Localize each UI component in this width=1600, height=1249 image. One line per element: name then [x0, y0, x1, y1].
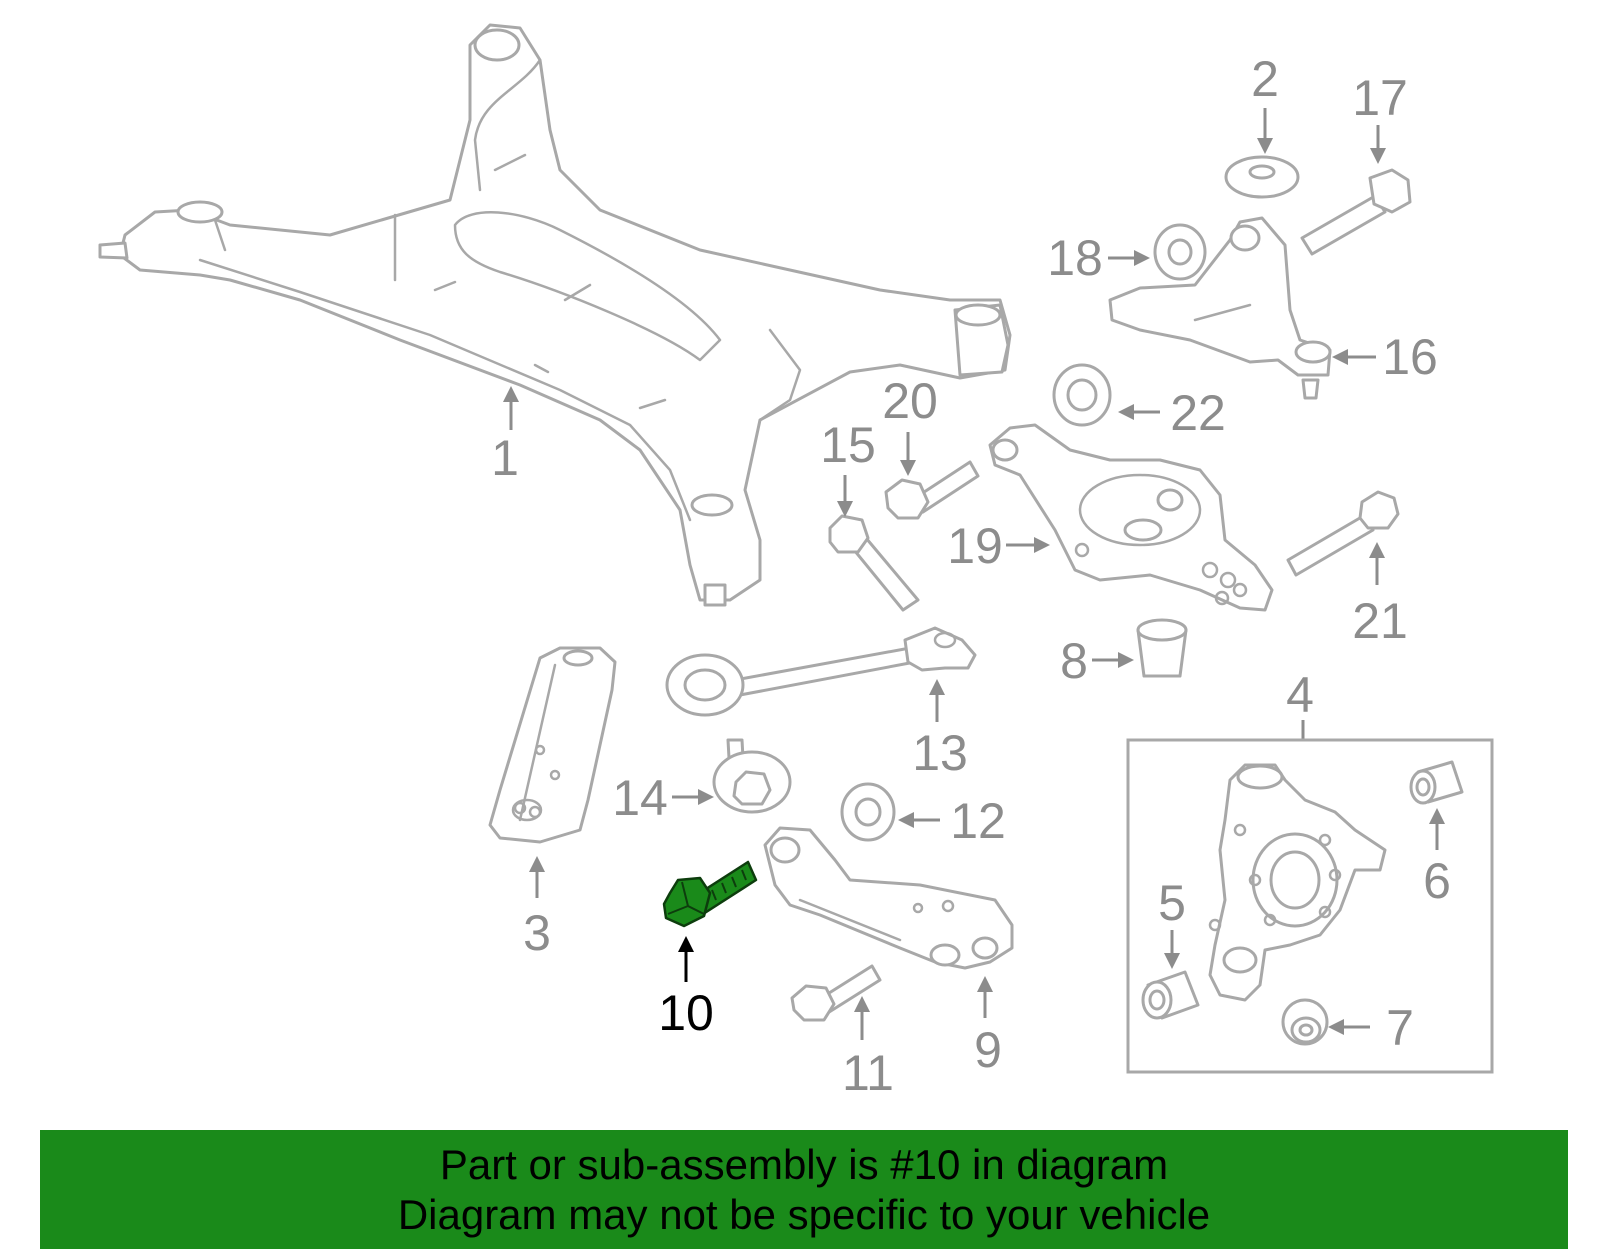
callout-label-21: 21 — [1352, 593, 1408, 649]
callout-6: 6 — [1423, 808, 1451, 909]
part-13-toe-link — [665, 626, 977, 717]
callout-3: 3 — [523, 856, 551, 961]
callout-label-6: 6 — [1423, 853, 1451, 909]
part-5-bushing — [1141, 970, 1200, 1020]
callout-label-3: 3 — [523, 905, 551, 961]
part-3-bracket — [488, 646, 617, 844]
part-16-upper-arm — [1108, 216, 1332, 400]
part-11-bolt — [790, 964, 882, 1022]
callout-label-19: 19 — [947, 518, 1003, 574]
part-7-bushing — [1281, 998, 1329, 1046]
callout-label-9: 9 — [974, 1022, 1002, 1078]
callout-label-10: 10 — [658, 985, 714, 1041]
callout-19: 19 — [947, 518, 1050, 574]
callout-7: 7 — [1328, 1000, 1414, 1056]
part-10-bolt-highlighted — [662, 860, 758, 928]
callout-15: 15 — [820, 417, 876, 517]
callout-label-8: 8 — [1060, 633, 1088, 689]
part-20-bolt — [884, 460, 980, 520]
callout-label-5: 5 — [1158, 875, 1186, 931]
callout-18: 18 — [1047, 230, 1150, 286]
callout-label-7: 7 — [1386, 1000, 1414, 1056]
callout-20: 20 — [882, 373, 938, 476]
callout-label-20: 20 — [882, 373, 938, 429]
part-12-washer — [840, 782, 896, 842]
callout-10: 10 — [658, 936, 714, 1041]
part-4-assembly-box — [1126, 738, 1494, 1074]
callout-label-12: 12 — [950, 793, 1006, 849]
callout-label-22: 22 — [1170, 385, 1226, 441]
callout-8: 8 — [1060, 633, 1134, 689]
callout-16: 16 — [1332, 329, 1438, 385]
part-21-bolt — [1286, 490, 1400, 577]
callout-label-13: 13 — [912, 725, 968, 781]
callout-label-14: 14 — [612, 770, 668, 826]
part-22-washer — [1052, 363, 1112, 427]
part-15-bolt — [828, 514, 920, 612]
callout-label-16: 16 — [1382, 329, 1438, 385]
part-17-bolt — [1300, 168, 1412, 256]
callout-13: 13 — [912, 679, 968, 781]
callout-21: 21 — [1352, 542, 1408, 649]
part-19-lower-arm — [988, 423, 1274, 612]
callout-12: 12 — [898, 793, 1006, 849]
callout-5: 5 — [1158, 875, 1186, 969]
callout-17: 17 — [1352, 70, 1408, 164]
callout-14: 14 — [612, 770, 714, 826]
callout-label-18: 18 — [1047, 230, 1103, 286]
part-8-bushing — [1136, 618, 1188, 678]
callout-4: 4 — [1286, 667, 1314, 740]
part-9-link-arm — [763, 826, 1014, 970]
part-14-bolt — [712, 738, 792, 814]
callout-label-4: 4 — [1286, 667, 1314, 723]
part-18-washer — [1153, 223, 1207, 281]
parts-diagram: 1 2 17 18 16 — [98, 23, 1494, 1101]
callout-1: 1 — [491, 386, 519, 486]
part-2-washer — [1224, 155, 1300, 199]
callout-label-17: 17 — [1352, 70, 1408, 126]
part-info-banner: Part or sub-assembly is #10 in diagram D… — [40, 1130, 1568, 1249]
callout-22: 22 — [1118, 385, 1226, 441]
part-1-subframe — [98, 23, 1012, 607]
callout-2: 2 — [1251, 51, 1279, 154]
callout-label-2: 2 — [1251, 51, 1279, 107]
banner-line-part-number: Part or sub-assembly is #10 in diagram — [439, 1140, 1169, 1188]
callout-label-11: 11 — [842, 1045, 894, 1101]
callout-label-1: 1 — [491, 430, 519, 486]
callout-9: 9 — [974, 976, 1002, 1078]
banner-line-disclaimer: Diagram may not be specific to your vehi… — [397, 1190, 1211, 1238]
callout-label-15: 15 — [820, 417, 876, 473]
part-6-bushing — [1409, 760, 1464, 805]
callout-11: 11 — [842, 996, 894, 1101]
part-4-knuckle — [1208, 763, 1387, 1002]
